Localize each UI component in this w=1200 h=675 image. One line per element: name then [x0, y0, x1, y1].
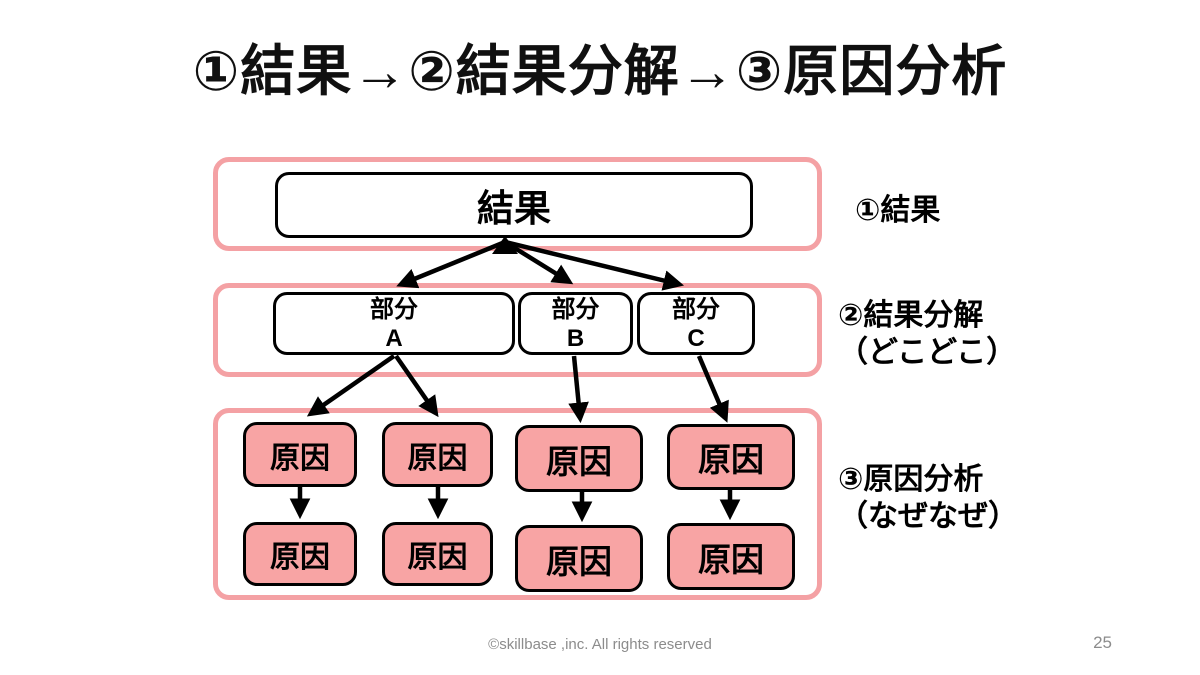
- arrow-result-to-part-a: [396, 239, 506, 289]
- cause-box-top-3: 原因: [515, 425, 643, 492]
- part-box-c-label: 部分: [672, 295, 720, 323]
- cause-box-bottom-2: 原因: [382, 522, 493, 586]
- arrow-part-b-to-cause-3: [568, 355, 589, 424]
- cause-box-bottom-4: 原因: [667, 523, 795, 590]
- part-box-b-letter: B: [566, 324, 585, 352]
- arrow-result-to-part-b: [503, 240, 574, 285]
- part-box-c: 部分 C: [637, 292, 755, 355]
- cause-box-top-1: 原因: [243, 422, 357, 487]
- slide-title: ①結果→②結果分解→③原因分析: [192, 40, 1008, 102]
- footer-page-number: 25: [1093, 633, 1112, 652]
- cause-box-bottom-1: 原因: [243, 522, 357, 586]
- up-arrowhead-result: [492, 236, 518, 254]
- part-box-a-letter: A: [385, 324, 403, 352]
- arrow-part-a-to-cause-1: [306, 354, 396, 417]
- side-label-analysis-line2: （なぜなぜ）: [838, 500, 1018, 533]
- part-box-b-label: 部分: [551, 295, 600, 323]
- cause-box-top-2: 原因: [382, 422, 493, 487]
- side-label-result: ①結果: [855, 194, 941, 227]
- part-box-a: 部分 A: [273, 292, 515, 355]
- arrow-part-c-to-cause-4: [696, 355, 729, 423]
- footer-copyright: ©skillbase ,inc. All rights reserved: [488, 636, 712, 653]
- result-box: 結果: [275, 172, 753, 238]
- part-box-a-label: 部分: [370, 295, 418, 323]
- arrow-part-a-to-cause-2: [394, 354, 439, 418]
- arrow-result-to-part-c: [504, 239, 685, 291]
- side-label-decomposition-line1: ②結果分解: [838, 299, 984, 332]
- part-box-b: 部分 B: [518, 292, 633, 355]
- side-label-analysis: ③原因分析 （なぜなぜ）: [838, 461, 1018, 535]
- side-label-analysis-line1: ③原因分析: [838, 463, 984, 496]
- cause-box-bottom-3: 原因: [515, 525, 643, 592]
- side-label-decomposition-line2: （どこどこ）: [838, 336, 1017, 369]
- side-label-decomposition: ②結果分解 （どこどこ）: [838, 297, 1016, 371]
- part-box-c-letter: C: [687, 324, 705, 352]
- cause-box-top-4: 原因: [667, 424, 795, 490]
